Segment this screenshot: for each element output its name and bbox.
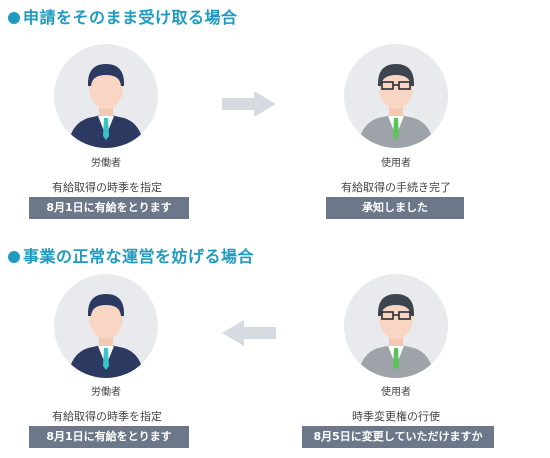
arrow-left-icon [222, 320, 276, 346]
employer-role-label: 使用者 [381, 387, 411, 398]
employer-response-box: 承知しました [326, 197, 464, 219]
worker-caption: 有給取得の時季を指定 [52, 410, 162, 423]
section-1-title-text: 申請をそのまま受け取る場合 [23, 8, 238, 27]
bullet-dot-icon [8, 251, 20, 263]
section-1-title: 申請をそのまま受け取る場合 [8, 4, 238, 28]
employer-response-box: 8月5日に変更していただけますか [302, 426, 494, 448]
employer-role-label: 使用者 [381, 158, 411, 169]
employer-caption: 時季変更権の行使 [352, 410, 440, 423]
worker-caption: 有給取得の時季を指定 [52, 181, 162, 194]
worker-role-label: 労働者 [91, 158, 121, 169]
bullet-dot-icon [8, 12, 20, 24]
worker-request-box: 8月1日に有給をとります [29, 426, 189, 448]
employer-caption: 有給取得の手続き完了 [341, 181, 451, 194]
employer-avatar-icon [344, 44, 448, 148]
worker-avatar-icon [54, 274, 158, 378]
arrow-right-icon [222, 91, 276, 117]
worker-request-box: 8月1日に有給をとります [29, 197, 189, 219]
worker-role-label: 労働者 [91, 387, 121, 398]
section-2-title: 事業の正常な運営を妨げる場合 [8, 243, 254, 267]
employer-avatar-icon [344, 274, 448, 378]
section-2-title-text: 事業の正常な運営を妨げる場合 [23, 247, 255, 266]
worker-avatar-icon [54, 44, 158, 148]
